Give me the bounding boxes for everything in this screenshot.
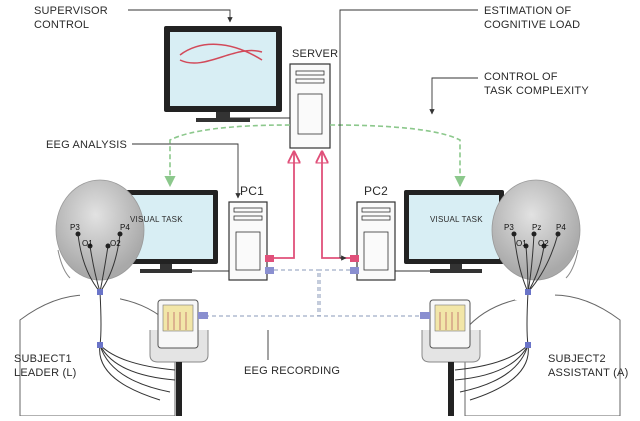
electrode-label: P3 [504, 223, 514, 232]
electrode-wires-right [454, 233, 559, 401]
pc1-label: PC1 [240, 184, 264, 198]
green-control-arrows [164, 124, 466, 188]
estimation-cognitive-load-label: ESTIMATION OF COGNITIVE LOAD [484, 5, 581, 31]
electrode-label: P4 [120, 223, 130, 232]
eeg-amplifier-right-icon [420, 299, 481, 416]
subject1-label: SUBJECT1 LEADER (L) [14, 353, 77, 379]
subject2-head-icon [464, 179, 621, 417]
subject2-label: SUBJECT2 ASSISTANT (A) [548, 353, 629, 379]
electrode-labels-right: P3 Pz O1 O2 P4 [504, 223, 566, 248]
dashed-recording-links [208, 269, 420, 317]
control-task-complexity-label: CONTROL OF TASK COMPLEXITY [484, 71, 589, 97]
pc1-tower-icon [228, 201, 274, 281]
electrode-nodes-left [75, 231, 123, 348]
electrode-label: O1 [516, 239, 527, 248]
visual-task-right-label: VISUAL TASK [430, 215, 483, 224]
label-leader-lines [128, 9, 478, 360]
supervisor-control-label: SUPERVISOR CONTROL [34, 5, 108, 31]
supervisor-monitor-icon [164, 26, 290, 122]
electrode-label: P4 [556, 223, 566, 232]
electrode-label: O2 [538, 239, 549, 248]
electrode-label: O1 [82, 239, 93, 248]
pc2-tower-icon [350, 201, 396, 281]
electrode-label: Pz [532, 223, 541, 232]
eeg-amplifier-left-icon [149, 299, 209, 416]
electrode-label: O2 [110, 239, 121, 248]
pc2-label: PC2 [364, 184, 388, 198]
visual-task-left-label: VISUAL TASK [130, 215, 183, 224]
electrode-wires-left [77, 233, 176, 401]
server-label: SERVER [292, 48, 339, 60]
electrode-nodes-right [511, 231, 561, 348]
red-data-links [274, 152, 350, 259]
server-tower-icon [289, 63, 331, 149]
eeg-recording-label: EEG RECORDING [244, 365, 341, 377]
electrode-labels-left: P3 O1 O2 P4 [70, 223, 130, 248]
eeg-analysis-label: EEG ANALYSIS [46, 139, 128, 151]
electrode-label: P3 [70, 223, 80, 232]
visual-task-monitor-right-icon [395, 190, 504, 273]
